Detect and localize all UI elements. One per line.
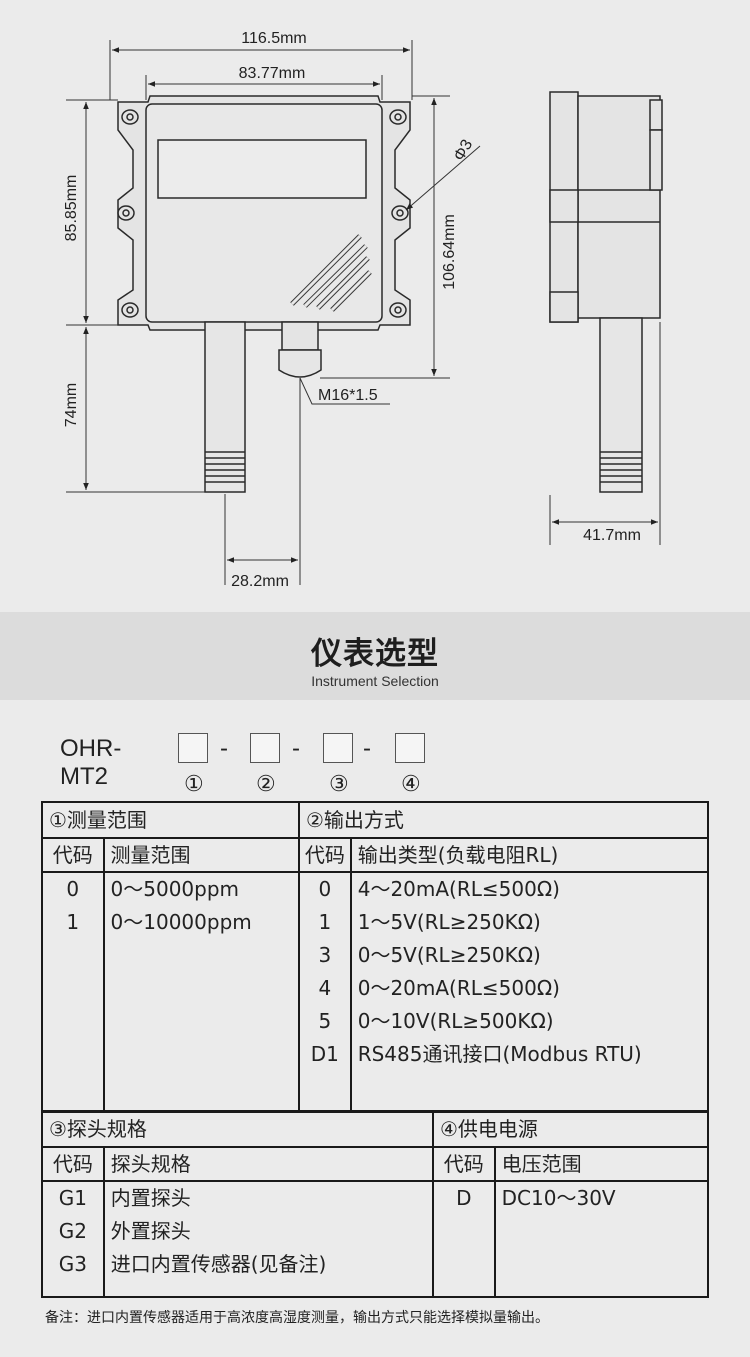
model-dash: - [220, 735, 228, 762]
output-value: RS485通讯接口(Modbus RTU) [357, 1042, 642, 1066]
probe-value: 进口内置传感器(见备注) [110, 1252, 327, 1276]
probe-power-table: ③探头规格 ④供电电源 代码 探头规格 代码 电压范围 G1 G2 G3 内置探… [41, 1110, 710, 1298]
model-position-4: ④ [401, 771, 421, 796]
dim-probe-length: 74mm [63, 383, 80, 427]
range-code: 0 [66, 877, 80, 901]
probe-value-header: 探头规格 [102, 1146, 434, 1182]
output-value: 0～20mA(RL≤500Ω) [357, 976, 560, 1000]
probe-value: 内置探头 [110, 1186, 191, 1210]
side-view [549, 91, 663, 493]
model-position-2: ② [256, 771, 276, 796]
model-slot-3 [323, 733, 353, 763]
dim-depth: 41.7mm [583, 527, 641, 544]
dimension-drawing: 116.5mm 83.77mm 85.85mm 74mm 106.64mm Φ3… [63, 30, 663, 590]
probe-value: 外置探头 [110, 1219, 191, 1243]
model-slot-1 [178, 733, 208, 763]
power-code-cell: D [431, 1180, 496, 1298]
section-title: 仪表选型 [311, 636, 439, 672]
model-position-1: ① [184, 771, 204, 796]
output-value: 0～5V(RL≥250KΩ) [357, 943, 541, 967]
power-code-header: 代码 [431, 1146, 496, 1182]
power-code: D [456, 1186, 472, 1210]
range-value: 0～5000ppm [110, 877, 240, 901]
probe-code: G2 [58, 1219, 87, 1243]
probe-code-cell: G1 G2 G3 [41, 1180, 105, 1298]
range-code-header: 代码 [41, 837, 105, 873]
range-code-cell: 0 1 [41, 871, 105, 1113]
model-prefix: OHR-MT2 [60, 735, 122, 790]
power-section-title: ④供电电源 [431, 1110, 710, 1148]
front-view [117, 95, 411, 493]
output-value: 1～5V(RL≥250KΩ) [357, 910, 541, 934]
range-value-header: 测量范围 [102, 837, 300, 873]
dim-gland-thread: M16*1.5 [318, 387, 378, 404]
probe-section-title: ③探头规格 [41, 1110, 434, 1148]
range-output-table: ①测量范围 ②输出方式 代码 测量范围 代码 输出类型(负载电阻RL) 0 1 … [41, 801, 710, 1113]
probe-code: G1 [58, 1186, 87, 1210]
output-code: 1 [318, 910, 332, 934]
section-banner: 仪表选型 Instrument Selection [0, 612, 750, 700]
dim-overall-width: 116.5mm [241, 30, 307, 47]
footnote: 备注：进口内置传感器适用于高浓度高湿度测量，输出方式只能选择模拟量输出。 [45, 1310, 549, 1326]
model-dash: - [292, 735, 300, 762]
dim-body-height: 85.85mm [63, 175, 80, 242]
output-code: 5 [318, 1009, 332, 1033]
section-subtitle: Instrument Selection [311, 673, 439, 689]
model-position-3: ③ [329, 771, 349, 796]
dim-hole-spacing: 83.77mm [239, 65, 306, 82]
output-code: 0 [318, 877, 332, 901]
probe-code-header: 代码 [41, 1146, 105, 1182]
probe-code: G3 [58, 1252, 87, 1276]
output-value: 4～20mA(RL≤500Ω) [357, 877, 560, 901]
power-value-header: 电压范围 [493, 1146, 710, 1182]
model-slot-2 [250, 733, 280, 763]
probe-value-cell: 内置探头 外置探头 进口内置传感器(见备注) [102, 1180, 434, 1298]
dim-hole-diameter: Φ3 [451, 137, 477, 164]
power-value-cell: DC10～30V [493, 1180, 710, 1298]
output-section-title: ②输出方式 [297, 801, 710, 839]
output-value: 0～10V(RL≥500KΩ) [357, 1009, 554, 1033]
power-value: DC10～30V [501, 1186, 616, 1210]
range-value-cell: 0～5000ppm 0～10000ppm [102, 871, 300, 1113]
range-value: 0～10000ppm [110, 910, 252, 934]
range-section-title: ①测量范围 [41, 801, 300, 839]
dim-probe-width: 28.2mm [231, 573, 289, 590]
model-slot-4 [395, 733, 425, 763]
model-dash: - [363, 735, 371, 762]
output-code: 4 [318, 976, 332, 1000]
output-code-header: 代码 [297, 837, 352, 873]
output-value-cell: 4～20mA(RL≤500Ω) 1～5V(RL≥250KΩ) 0～5V(RL≥2… [349, 871, 710, 1113]
output-code-cell: 0 1 3 4 5 D1 [297, 871, 352, 1113]
dim-total-height: 106.64mm [441, 214, 458, 290]
output-code: D1 [310, 1042, 339, 1066]
range-code: 1 [66, 910, 80, 934]
output-code: 3 [318, 943, 332, 967]
output-value-header: 输出类型(负载电阻RL) [349, 837, 710, 873]
